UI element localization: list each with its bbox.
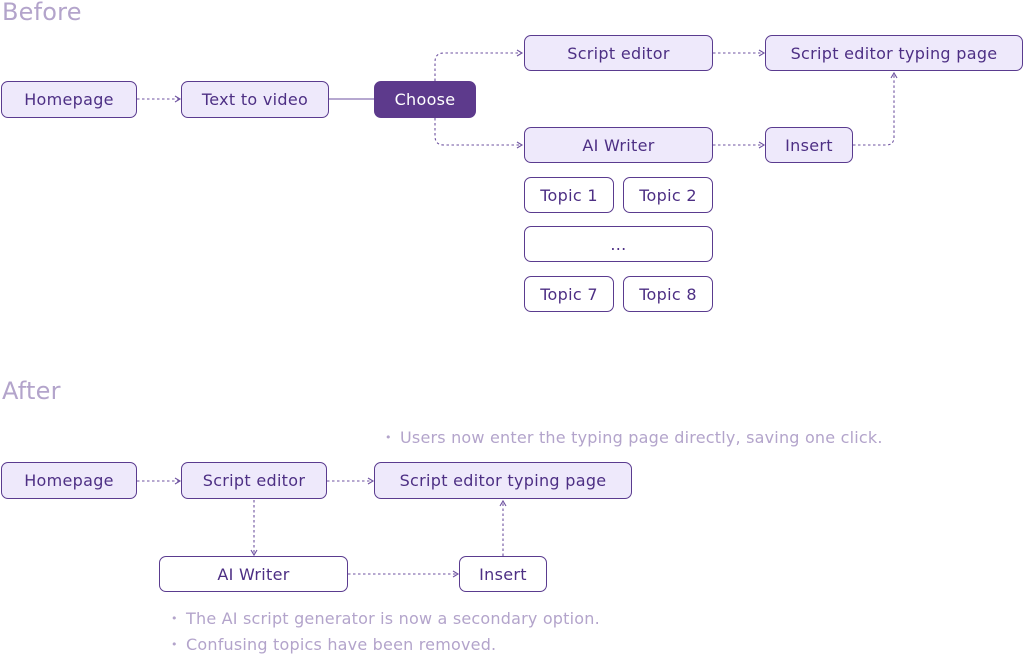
before-homepage-node: Homepage	[1, 81, 137, 118]
before-topic-ellipsis-node: ...	[524, 226, 713, 262]
before-topic-7-node: Topic 7	[524, 276, 614, 312]
after-ai-writer-node: AI Writer	[159, 556, 348, 592]
after-script-editor-node: Script editor	[181, 462, 327, 499]
arrow-choose-to-script-editor	[434, 49, 524, 81]
before-insert-node: Insert	[765, 127, 853, 163]
after-homepage-node: Homepage	[1, 462, 137, 499]
arrow-insert-to-typing-page	[853, 71, 898, 146]
before-topic-8-node: Topic 8	[623, 276, 713, 312]
after-script-editor-typing-page-node: Script editor typing page	[374, 462, 632, 499]
after-notes-top: Users now enter the typing page directly…	[385, 428, 883, 454]
before-ai-writer-node: AI Writer	[524, 127, 713, 163]
before-text-to-video-node: Text to video	[181, 81, 329, 118]
arrow-choose-to-ai-writer	[434, 118, 524, 149]
after-note-item: Confusing topics have been removed.	[171, 635, 600, 661]
before-section-title: Before	[2, 0, 82, 26]
after-note-item: Users now enter the typing page directly…	[385, 428, 883, 454]
before-topic-2-node: Topic 2	[623, 177, 713, 213]
after-insert-node: Insert	[459, 556, 547, 592]
after-note-item: The AI script generator is now a seconda…	[171, 609, 600, 635]
before-topic-1-node: Topic 1	[524, 177, 614, 213]
before-script-editor-typing-page-node: Script editor typing page	[765, 35, 1023, 71]
before-script-editor-node: Script editor	[524, 35, 713, 71]
after-notes-bottom: The AI script generator is now a seconda…	[171, 609, 600, 661]
before-choose-node: Choose	[374, 81, 476, 118]
after-section-title: After	[2, 377, 61, 405]
